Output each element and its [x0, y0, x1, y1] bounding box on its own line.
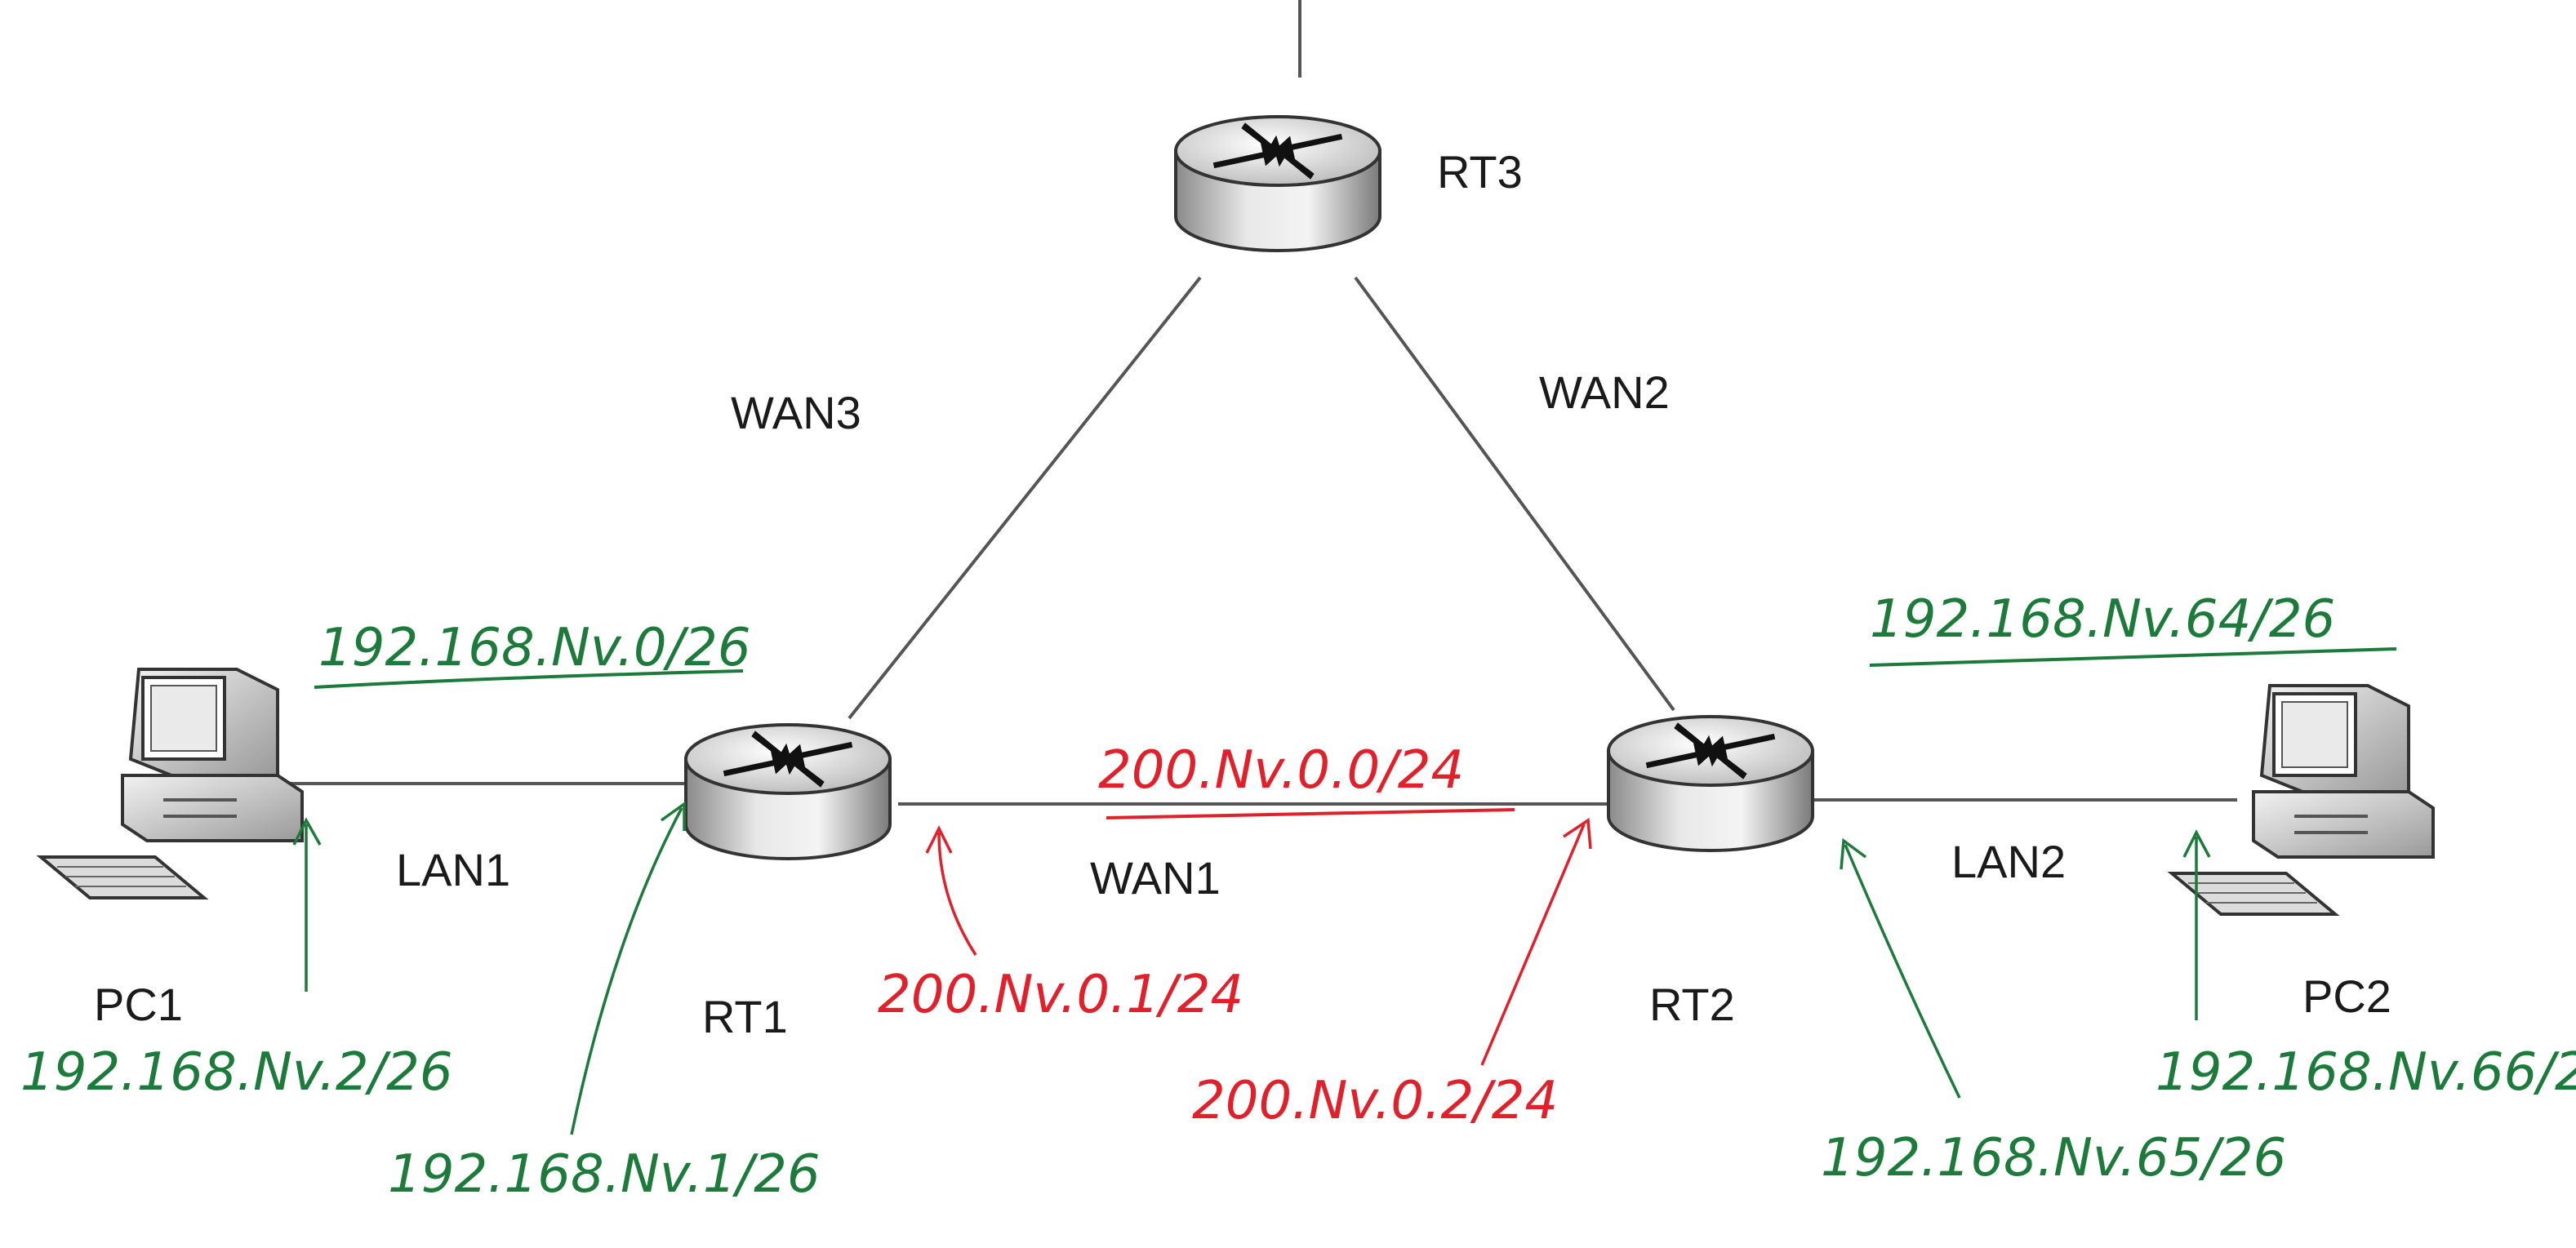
pc1[interactable]	[39, 668, 304, 899]
lan1-network-annotation: 192.168.Nv.0/26	[318, 618, 751, 678]
pc2-label: PC2	[2302, 970, 2391, 1022]
link-wan2	[1354, 276, 1675, 712]
rt1-lan-ip-arrow	[570, 801, 686, 1135]
pc2-ip-annotation: 192.168.Nv.66/26	[2156, 1042, 2576, 1103]
wan1-network-annotation: 200.Nv.0.0/24	[1098, 740, 1464, 801]
router-rt1[interactable]	[684, 723, 892, 860]
rt2-label: RT2	[1649, 979, 1735, 1030]
rt1-lan-ip-annotation: 192.168.Nv.1/26	[388, 1144, 821, 1205]
router-icon	[684, 723, 892, 860]
lan1-label: LAN1	[396, 844, 510, 895]
rt2-lan-ip-arrow	[1840, 837, 1961, 1099]
wan1-label: WAN1	[1090, 852, 1221, 904]
rt1-wan-ip-arrow	[925, 825, 977, 956]
rt3-label: RT3	[1437, 146, 1523, 198]
rt2-wan-ip-arrow	[1480, 817, 1592, 1066]
router-icon	[1607, 715, 1814, 852]
pc1-ip-annotation: 192.168.Nv.2/26	[20, 1042, 453, 1103]
router-icon	[1174, 115, 1381, 252]
router-rt2[interactable]	[1607, 715, 1814, 852]
rt2-wan-ip-annotation: 200.Nv.0.2/24	[1192, 1071, 1558, 1131]
pc1-label: PC1	[94, 979, 183, 1030]
rt2-lan-ip-annotation: 192.168.Nv.65/26	[1821, 1128, 2286, 1188]
lan2-label: LAN2	[1951, 836, 2066, 887]
rt1-wan-ip-annotation: 200.Nv.0.1/24	[878, 965, 1244, 1025]
lan2-network-underline	[1869, 647, 2397, 667]
lan2-network-annotation: 192.168.Nv.64/26	[1870, 589, 2335, 650]
lan1-network-underline	[314, 669, 744, 689]
desktop-computer-icon	[39, 668, 304, 899]
wan3-label: WAN3	[731, 387, 861, 438]
link-wan3	[848, 276, 1202, 720]
rt1-label: RT1	[702, 991, 788, 1042]
pc1-ip-arrow	[292, 817, 322, 992]
router-rt3[interactable]	[1174, 115, 1381, 252]
pc2-ip-arrow	[2182, 829, 2211, 1020]
wan1-network-underline	[1106, 808, 1515, 819]
wan2-label: WAN2	[1539, 366, 1670, 418]
